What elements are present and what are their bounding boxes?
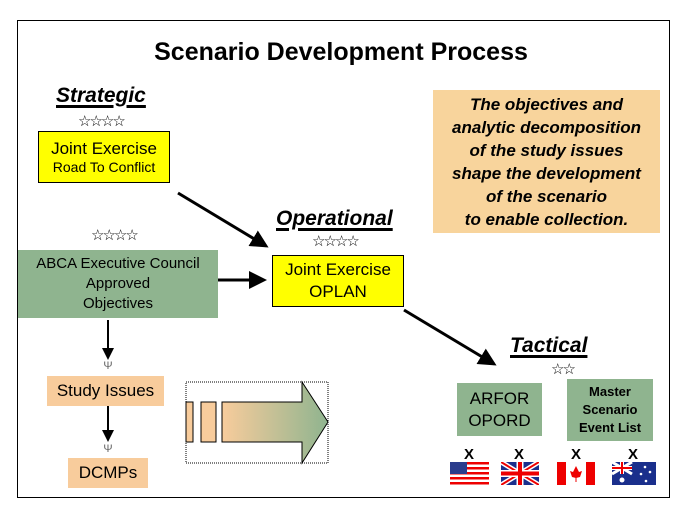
abca-line1: ABCA Executive Council [36, 255, 200, 272]
mse-line1: Master [589, 384, 631, 399]
strategic-label: Strategic [56, 84, 146, 107]
slide-frame [17, 20, 670, 498]
abca-line3: Objectives [82, 295, 154, 312]
strategic-stars: ☆☆☆☆ [78, 113, 126, 130]
study-issues-box: Study Issues [47, 376, 164, 406]
objectives-note: The objectives and analytic decompositio… [433, 90, 660, 233]
australia-flag-icon [612, 462, 656, 485]
note-line: shape the development [452, 163, 641, 183]
note-line: of the scenario [486, 186, 607, 206]
note-line: The objectives and [469, 94, 624, 114]
arrow-operational-to-tactical [403, 308, 497, 366]
note-line: to enable collection. [464, 209, 629, 229]
progress-arrow-segment [185, 401, 194, 443]
decomposition-icon: Ψ [103, 360, 112, 372]
usa-flag-icon [450, 462, 489, 485]
operational-label: Operational [276, 207, 393, 230]
dcmps-box: DCMPs [68, 458, 148, 488]
abca-stars: ☆☆☆☆ [91, 227, 139, 244]
note-line: analytic decomposition [452, 117, 641, 137]
canada-flag-icon [557, 462, 595, 485]
operational-box-subtitle: OPLAN [309, 282, 367, 301]
strategic-box-title: Joint Exercise [51, 139, 157, 158]
note-line: of the study issues [469, 140, 624, 160]
operational-box: Joint Exercise OPLAN [272, 255, 404, 307]
canada-mark: X [570, 446, 581, 463]
operational-box-title: Joint Exercise [285, 260, 391, 279]
arfor-opord-box: ARFOR OPORD [457, 383, 542, 436]
tactical-label: Tactical [510, 334, 588, 357]
uk-flag-icon [501, 462, 539, 485]
decomposition-icon: Ψ [103, 443, 112, 455]
master-scenario-event-list-box: Master Scenario Event List [567, 379, 653, 441]
mse-line2: Scenario [582, 402, 638, 417]
abca-box: ABCA Executive Council Approved Objectiv… [18, 250, 218, 318]
arrow-strategic-to-operational [177, 191, 269, 248]
strategic-box: Joint Exercise Road To Conflict [38, 131, 170, 183]
australia-mark: X [627, 446, 638, 463]
slide-title: Scenario Development Process [154, 38, 528, 66]
tactical-stars: ☆☆ [551, 361, 576, 378]
arfor-line2: OPORD [468, 410, 531, 430]
uk-mark: X [513, 446, 524, 463]
usa-mark: X [463, 446, 474, 463]
abca-line2: Approved [85, 275, 151, 292]
mse-line3: Event List [578, 420, 642, 435]
progress-arrow [221, 380, 329, 465]
progress-arrow-segment [200, 401, 217, 443]
strategic-box-subtitle: Road To Conflict [52, 159, 156, 175]
arfor-line1: ARFOR [469, 388, 530, 408]
operational-stars: ☆☆☆☆ [312, 233, 360, 250]
